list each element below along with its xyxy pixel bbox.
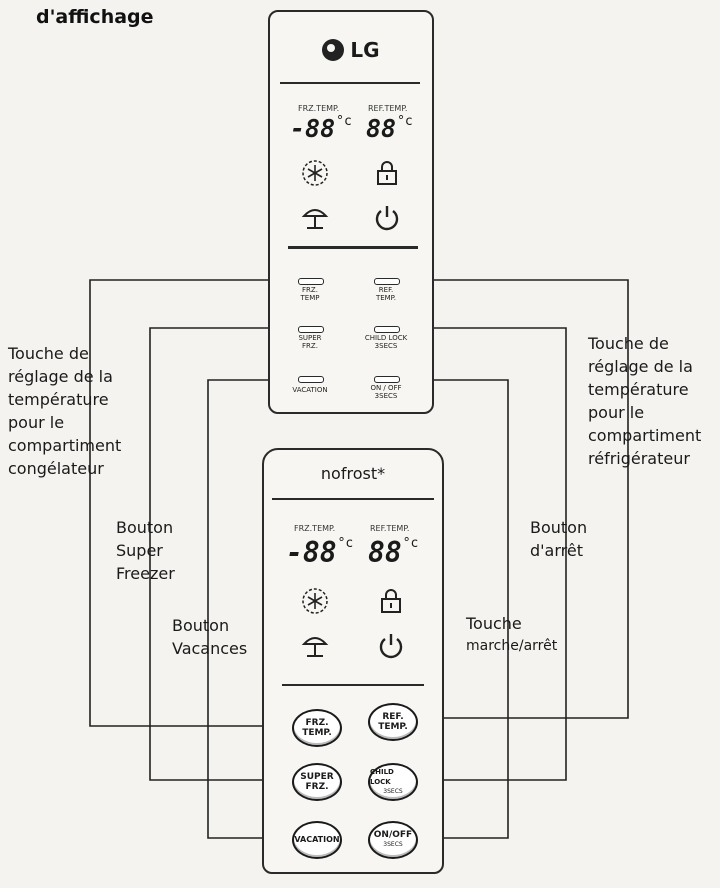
frz-temp-label: FRZ.TEMP. [298, 104, 340, 113]
frz-temp-button[interactable] [298, 278, 324, 285]
lock-icon [377, 161, 397, 185]
child-lock-button[interactable] [374, 326, 400, 333]
umbrella-icon [301, 637, 329, 657]
super-frz-button[interactable] [298, 326, 324, 333]
frz-temp-button-label: FRZ.TEMP [300, 286, 320, 302]
vacation-button[interactable]: VACATION [292, 821, 342, 859]
frz-temp-label: FRZ.TEMP. [294, 524, 336, 533]
line-super-frz [149, 327, 310, 781]
nofrost-brand: nofrost* [320, 464, 386, 483]
bottom-display-panel: nofrost* FRZ.TEMP. REF.TEMP. -88°c 88°c … [262, 448, 444, 874]
frz-temp-display: -88°c [286, 536, 354, 569]
umbrella-icon [301, 209, 329, 229]
top-display-panel: LG FRZ.TEMP. REF.TEMP. -88°c 88°c FRZ.TE… [268, 10, 434, 414]
line-child-lock [385, 327, 567, 781]
snowflake-icon [302, 160, 328, 186]
frz-temp-button[interactable]: FRZ.TEMP. [292, 709, 342, 747]
page-heading: d'affichage [36, 6, 154, 28]
lg-logo-icon [322, 39, 345, 61]
lock-icon [381, 589, 401, 613]
ref-temp-display: 88°c [366, 114, 413, 143]
snowflake-icon [302, 588, 328, 614]
vacation-button[interactable] [298, 376, 324, 383]
ref-temp-label: REF.TEMP. [368, 104, 408, 113]
ref-temp-label: REF.TEMP. [370, 524, 410, 533]
power-icon [379, 634, 403, 659]
ref-temp-display: 88°c [368, 536, 419, 569]
line-vacation [207, 379, 310, 839]
vacation-button-label: VACATION [292, 386, 328, 394]
brand-name: LG [350, 38, 380, 62]
lg-logo: LG [270, 38, 432, 62]
frz-temp-display: -88°c [290, 114, 352, 143]
divider [282, 684, 424, 686]
divider [272, 498, 434, 500]
line-ref-temp [385, 279, 629, 719]
power-icon [375, 206, 399, 231]
ref-temp-button-label: REF.TEMP. [375, 286, 397, 302]
ref-temp-button[interactable] [374, 278, 400, 285]
line-frz-temp [89, 279, 310, 727]
divider [288, 246, 418, 249]
line-on-off [385, 379, 509, 839]
on-off-button[interactable] [374, 376, 400, 383]
ref-temp-button[interactable]: REF.TEMP. [368, 703, 418, 741]
divider [280, 82, 420, 84]
